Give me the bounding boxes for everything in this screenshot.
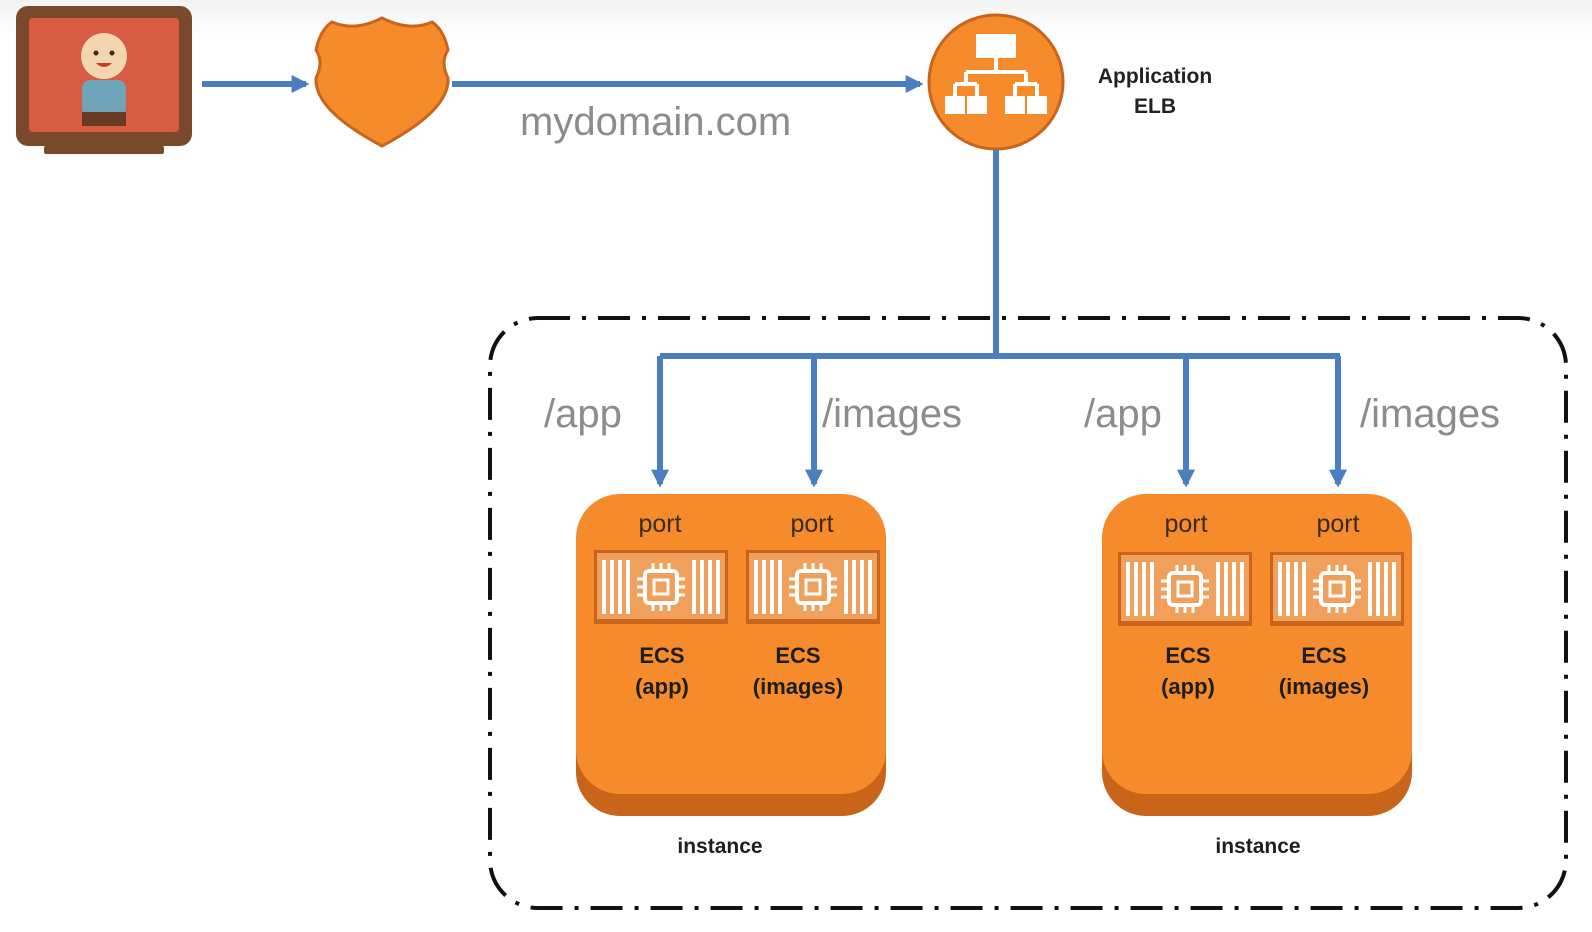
port-label: port: [790, 510, 834, 538]
container-chip-icon: [594, 550, 728, 624]
route53-shield-icon: [314, 16, 450, 148]
port-label: port: [1316, 510, 1360, 538]
elb-label-line2: ELB: [1134, 95, 1176, 118]
port-label: port: [638, 510, 682, 538]
route-label-1: /app: [544, 392, 622, 436]
container-label: ECS (images): [1254, 640, 1394, 702]
elb-label-line1: Application: [1097, 65, 1213, 88]
container-service: (images): [752, 674, 844, 699]
route-label-4: /images: [1360, 392, 1501, 436]
user-at-monitor-icon: [16, 6, 192, 154]
container-service: (app): [635, 674, 689, 699]
instance-label-2: instance: [1215, 835, 1301, 858]
domain-label: mydomain.com: [520, 100, 792, 144]
container-name: ECS: [775, 643, 821, 668]
container-chip-icon: [1270, 552, 1404, 626]
container-name: ECS: [1165, 643, 1211, 668]
load-balancer-icon: [927, 13, 1065, 151]
container-chip-icon: [1118, 552, 1252, 626]
container-service: (images): [1278, 674, 1370, 699]
elb-label: Application ELB: [1080, 62, 1230, 122]
port-label: port: [1164, 510, 1208, 538]
container-chip-icon: [746, 550, 880, 624]
container-label: ECS (images): [728, 640, 868, 702]
route-label-2: /images: [822, 392, 963, 436]
instance-label-1: instance: [677, 835, 763, 858]
container-service: (app): [1161, 674, 1215, 699]
route-label-3: /app: [1084, 392, 1162, 436]
container-label: ECS (app): [1118, 640, 1258, 702]
container-name: ECS: [1301, 643, 1347, 668]
routing-connectors: [660, 150, 1340, 359]
cluster-boundary: [488, 316, 1568, 910]
container-name: ECS: [639, 643, 685, 668]
container-label: ECS (app): [592, 640, 732, 702]
